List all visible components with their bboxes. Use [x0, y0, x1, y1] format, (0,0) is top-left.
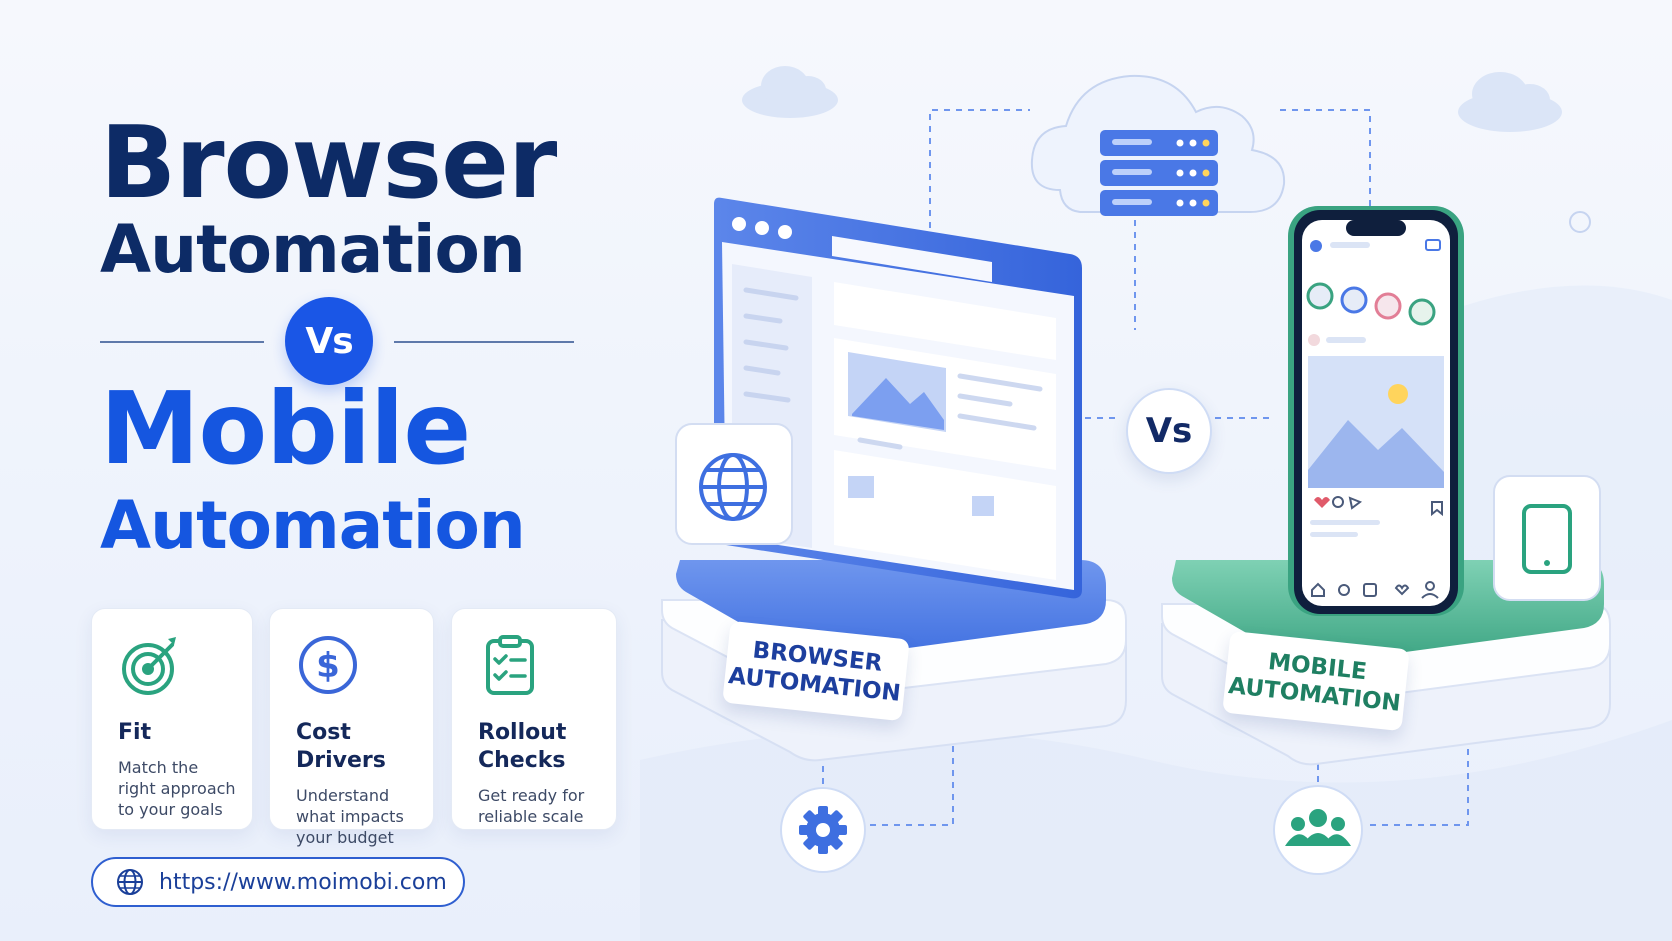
- card-rollout-checks: Rollout Checks Get ready for reliable sc…: [451, 608, 617, 830]
- checklist-icon: [486, 635, 534, 695]
- gear-circle: [780, 787, 866, 873]
- vs-divider-right: [394, 341, 574, 343]
- users-circle: [1273, 785, 1363, 875]
- users-icon: [1285, 809, 1351, 846]
- card-desc: Match the right approach to your goals: [118, 758, 236, 819]
- cloud-icon: [1458, 72, 1562, 132]
- website-link[interactable]: https://www.moimobi.com: [91, 857, 465, 907]
- card-cost-drivers: $ Cost Drivers Understand what impacts y…: [269, 608, 434, 847]
- card-desc: Understand what impacts your budget: [296, 786, 404, 847]
- tablet-tile: [1493, 475, 1601, 601]
- automation-illustration: [640, 66, 1672, 941]
- card-title: Cost Drivers: [296, 720, 386, 773]
- card-title: Fit: [118, 720, 152, 745]
- globe-icon: [699, 453, 767, 521]
- website-url: https://www.moimobi.com: [159, 869, 447, 895]
- browser-window-icon: [714, 197, 1082, 599]
- card-fit: Fit Match the right approach to your goa…: [91, 608, 253, 830]
- headline-mobile: Mobile: [100, 370, 471, 487]
- headline-automation-2: Automation: [100, 487, 526, 564]
- vs-center-badge: Vs: [1126, 388, 1212, 474]
- target-icon: [122, 637, 176, 695]
- card-title: Rollout Checks: [478, 720, 567, 773]
- vs-divider-left: [100, 341, 264, 343]
- tablet-icon: [1522, 504, 1572, 574]
- headline-automation-1: Automation: [100, 211, 526, 288]
- dollar-icon: $: [299, 636, 357, 694]
- gear-icon: [799, 806, 847, 854]
- cloud-icon: [742, 66, 838, 118]
- card-desc: Get ready for reliable scale: [478, 786, 585, 826]
- smartphone-icon: [1288, 206, 1464, 616]
- globe-tile: [675, 423, 793, 545]
- svg-text:$: $: [316, 646, 340, 686]
- headline-browser: Browser: [100, 104, 557, 221]
- globe-icon: [117, 869, 143, 895]
- vs-badge: Vs: [285, 297, 373, 385]
- server-icon: [1100, 130, 1218, 216]
